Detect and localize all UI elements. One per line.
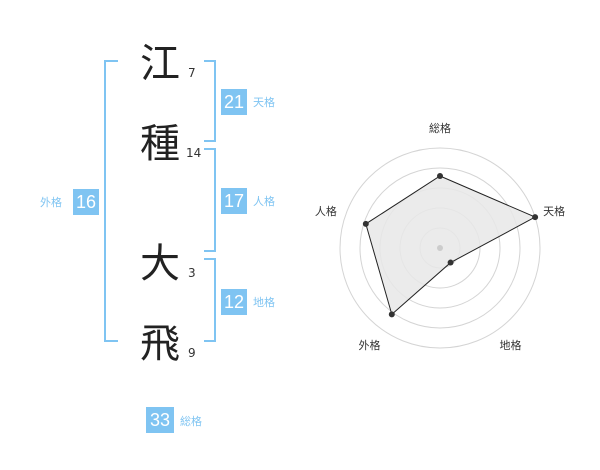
radar-axis-label: 天格 [543, 204, 565, 218]
kanji-1: 江 [140, 41, 180, 87]
radar-axis-label: 地格 [500, 338, 522, 352]
gaikaku-bracket [104, 60, 118, 342]
stroke-count-4: 9 [188, 346, 196, 360]
jinkaku-label: 人格 [253, 195, 275, 208]
radar-axis-label: 人格 [315, 204, 337, 218]
stroke-count-2: 14 [186, 146, 202, 160]
stroke-count-3: 3 [188, 266, 196, 280]
tenkaku-bracket [204, 60, 216, 142]
radar-point [447, 259, 454, 266]
gaikaku-label: 外格 [40, 196, 62, 209]
radar-axis-label: 総格 [429, 121, 451, 135]
chikaku-bracket [204, 258, 216, 342]
chikaku-label: 地格 [253, 296, 275, 309]
radar-points [362, 173, 539, 318]
radar-point [532, 214, 539, 221]
radar-data-polygon [365, 175, 537, 316]
kanji-2: 種 [140, 121, 180, 167]
radar-point [388, 311, 395, 318]
soukaku-score: 33 [146, 407, 174, 433]
radar-point [362, 220, 369, 227]
jinkaku-bracket [204, 148, 216, 252]
chikaku-score: 12 [221, 289, 247, 315]
kanji-3: 大 [140, 241, 180, 287]
radar-axis-label: 外格 [358, 338, 380, 352]
jinkaku-score: 17 [221, 188, 247, 214]
gaikaku-score: 16 [73, 189, 99, 215]
soukaku-label: 総格 [180, 415, 202, 428]
radar-point [437, 173, 443, 179]
stroke-count-1: 7 [188, 66, 196, 80]
radar-center-dot [437, 245, 443, 251]
kanji-4: 飛 [140, 321, 180, 367]
radar-ring [359, 167, 521, 329]
tenkaku-score: 21 [221, 89, 247, 115]
tenkaku-label: 天格 [253, 96, 275, 109]
